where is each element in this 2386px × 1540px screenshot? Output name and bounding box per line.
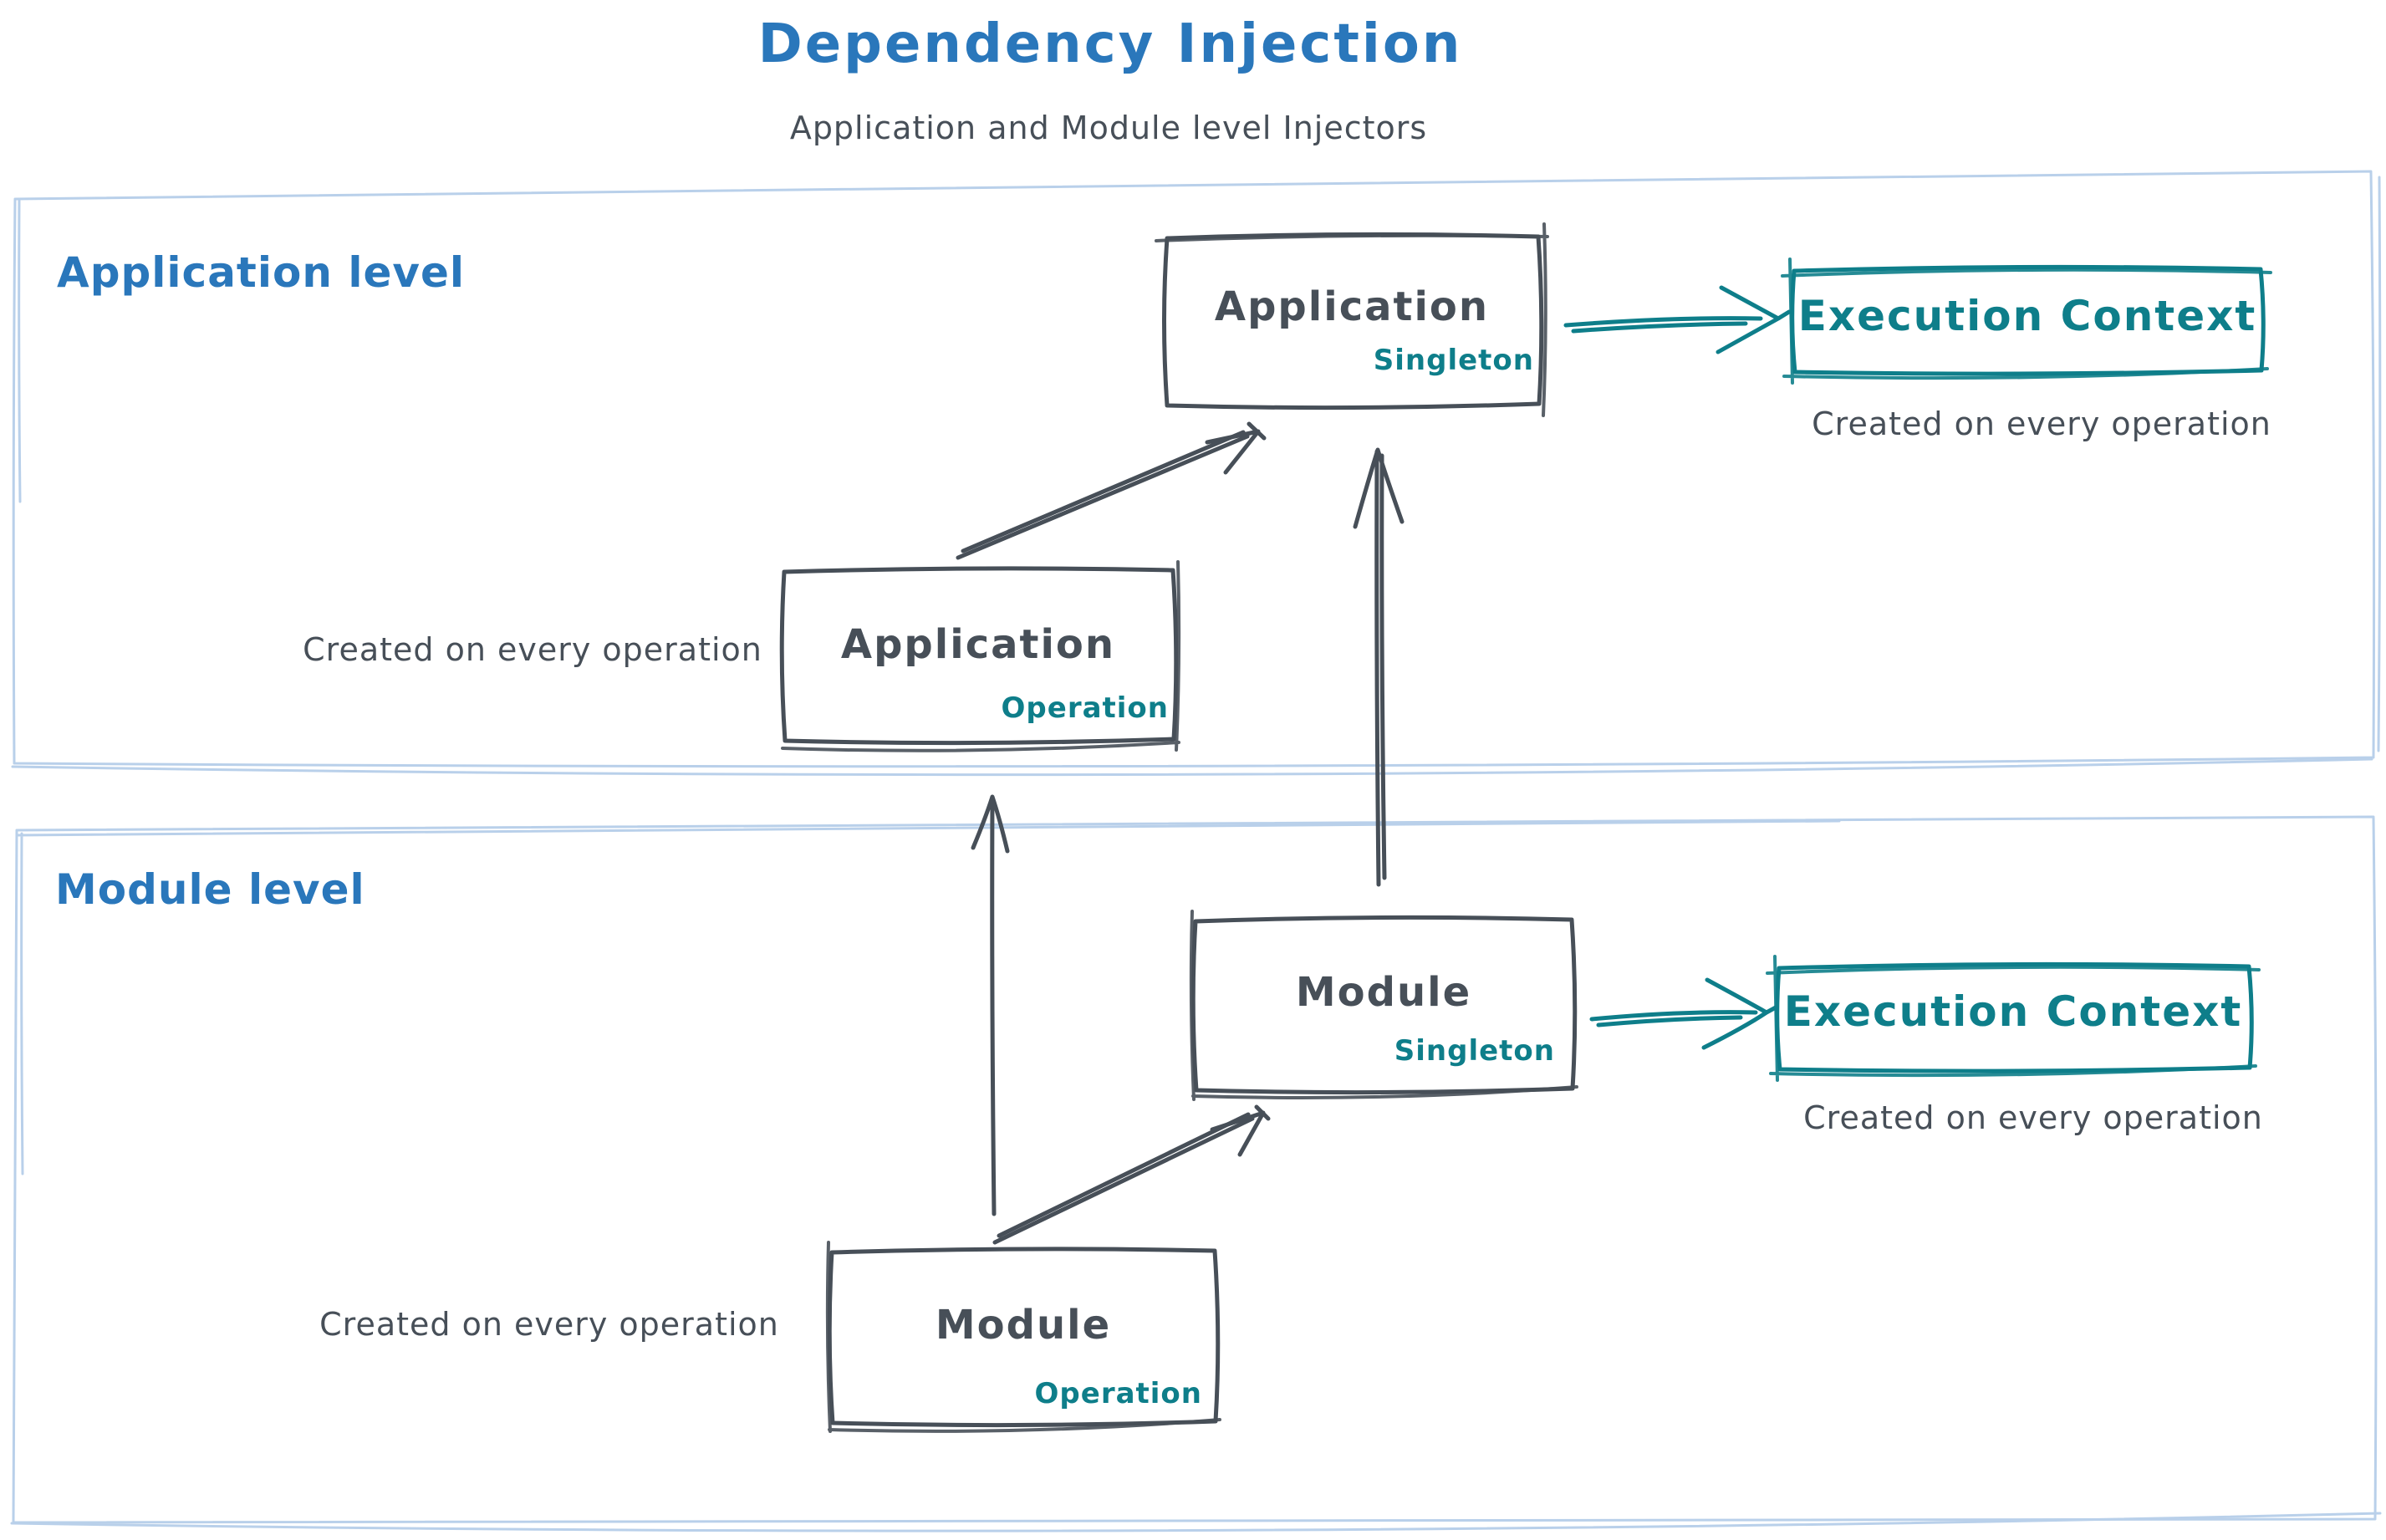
module-operation-box-outline [825,1241,1221,1433]
application-level-label: Application level [57,248,466,297]
module-operation-box-tag: Operation [1034,1377,1202,1410]
page-subtitle: Application and Module level Injectors [789,110,1428,146]
module-execution-context-label: Execution Context [1783,987,2243,1036]
arrow-module-operation-to-application-operation [971,794,1010,1216]
arrow-module-singleton-to-application-singleton [1353,447,1405,887]
application-singleton-box-outline [1155,222,1549,417]
application-operation-box-outline [779,560,1181,752]
application-execution-context-sketch [1781,258,2272,385]
arrowhead-icon [1205,421,1267,475]
module-singleton-box-tag: Singleton [1394,1034,1555,1068]
module-singleton-box-outline [1189,910,1578,1101]
arrow-shaft [1589,1010,1758,1028]
arrow-shaft [956,430,1250,560]
application-section-border-sketch [11,176,2382,777]
module-singleton-box-title: Module [1295,969,1472,1016]
arrow-application-operation-to-singleton [956,421,1267,560]
arrowhead-icon [1353,447,1405,529]
page-title: Dependency Injection [757,13,1463,75]
module-operation-box-title: Module [935,1302,1112,1349]
module-operation-note: Created on every operation [319,1306,779,1343]
module-execution-context-box-outline [1766,955,2261,1082]
application-singleton-box-title: Application [1214,283,1490,330]
application-execution-context-label: Execution Context [1797,292,2257,340]
arrow-shaft [1374,449,1387,887]
application-operation-note: Created on every operation [303,631,762,668]
module-execution-context-sketch [1766,955,2261,1082]
application-singleton-box-tag: Singleton [1373,344,1534,377]
arrow-shaft [1563,316,1763,334]
application-execution-note: Created on every operation [1812,405,2271,442]
arrowhead-icon [1210,1104,1271,1157]
module-singleton-box-sketch [1189,910,1578,1101]
arrow-module-operation-to-singleton [992,1104,1271,1245]
application-execution-context-box-outline [1781,258,2272,385]
module-section-border-sketch [10,819,2382,1532]
module-execution-note: Created on every operation [1803,1099,2263,1136]
application-operation-box-stroke [779,566,1179,746]
arrow-shaft [992,1112,1255,1245]
arrow-shaft [990,796,997,1216]
module-level-label: Module level [55,865,365,914]
arrowhead-icon [971,794,1010,854]
arrowhead-icon [1701,977,1778,1050]
application-singleton-box-sketch [1155,222,1549,417]
application-operation-box-tag: Operation [1001,691,1169,725]
application-operation-box-sketch [781,560,1181,752]
arrow-module-singleton-to-execution-context [1589,977,1778,1050]
arrowhead-icon [1716,285,1792,354]
module-operation-box-sketch [825,1241,1221,1433]
arrow-application-singleton-to-execution-context [1563,285,1792,354]
application-operation-box-title: Application [840,621,1116,668]
